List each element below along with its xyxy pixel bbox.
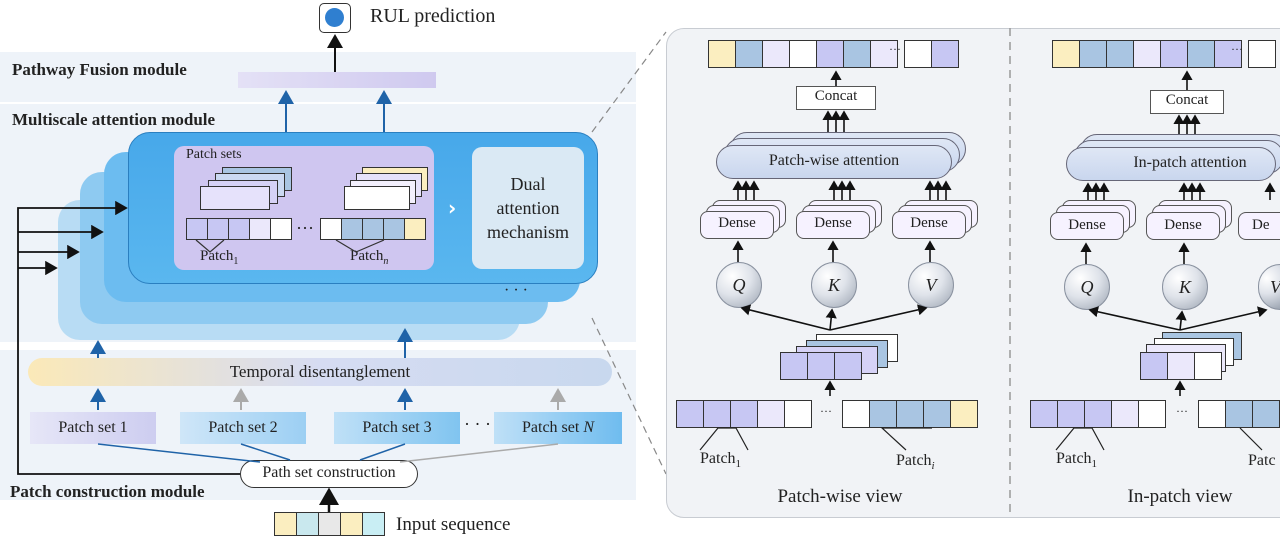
pw-dense-v-label: Dense xyxy=(910,215,948,231)
patch-sets-ellipsis: · · · xyxy=(464,414,491,434)
fusion-bar xyxy=(238,72,436,88)
path-set-construction-label: Path set construction xyxy=(262,464,396,481)
views-divider xyxy=(1009,28,1011,516)
views-connectors xyxy=(699,70,1276,451)
pw-attention-label: Patch-wise attention xyxy=(768,152,900,169)
pw-attention-box xyxy=(716,145,952,179)
pw-output-dots: ··· xyxy=(889,42,901,56)
pw-k-node: K xyxy=(811,262,857,308)
rul-label: RUL prediction xyxy=(370,5,496,27)
ip-patch-first-label: Patch1 xyxy=(1056,450,1098,471)
ip-attention-box xyxy=(1066,147,1276,181)
ip-dense-k xyxy=(1146,212,1220,240)
dual-attention-line3: mechanism xyxy=(487,222,569,242)
fusion-module-label: Pathway Fusion module xyxy=(12,60,187,79)
dual-attention-line1: Dual xyxy=(510,174,546,194)
pw-view-title: Patch-wise view xyxy=(777,486,903,507)
rul-output-box xyxy=(319,3,351,33)
ip-k-node: K xyxy=(1162,264,1208,310)
patch-set-2: Patch set 2 xyxy=(180,412,306,444)
pw-patch-first-label: Patch1 xyxy=(700,450,742,471)
patch-set-1: Patch set 1 xyxy=(30,412,156,444)
ip-output-dots: ··· xyxy=(1231,42,1243,56)
patch-set-n: Patch set N xyxy=(494,412,622,444)
pw-patch-dots: ··· xyxy=(820,404,832,418)
card-patch-ellipsis: ··· xyxy=(296,218,314,238)
ip-patch-dots: ··· xyxy=(1176,404,1188,418)
pw-dense-v xyxy=(892,211,966,239)
ip-dense-v-label: De xyxy=(1252,217,1270,233)
pw-q-node: Q xyxy=(716,262,762,308)
ip-patch-last-label: Patc xyxy=(1248,452,1276,469)
ip-dense-k-label: Dense xyxy=(1164,217,1202,233)
patch-set-3: Patch set 3 xyxy=(334,412,460,444)
multiscale-module-label: Multiscale attention module xyxy=(12,110,216,129)
patch-sets-label: Patch sets xyxy=(186,147,242,162)
card-stack-ellipsis: · · · xyxy=(504,282,528,299)
ip-dense-q-label: Dense xyxy=(1068,217,1106,233)
pw-dense-k xyxy=(796,211,870,239)
pw-concat-label: Concat xyxy=(814,88,858,104)
pw-concat-box xyxy=(796,86,876,110)
dual-attention-box xyxy=(472,147,584,269)
dual-attention-line2: attention xyxy=(496,198,560,218)
rul-output-dot xyxy=(325,8,344,27)
ip-concat-box xyxy=(1150,90,1224,114)
ip-view-title: In-patch view xyxy=(1127,486,1233,507)
input-sequence-label: Input sequence xyxy=(396,514,511,535)
temporal-disentanglement-label: Temporal disentanglement xyxy=(229,362,411,381)
pw-patch-last-label: Patchi xyxy=(896,452,935,473)
card-patch-last-label: Patchn xyxy=(350,248,389,267)
left-connectors xyxy=(17,34,566,512)
ip-attention-label: In-patch attention xyxy=(1133,154,1247,171)
zoom-dashed-lines xyxy=(591,31,667,475)
pw-dense-q xyxy=(700,211,774,239)
pw-dense-q-label: Dense xyxy=(718,215,756,231)
dual-arrow-icon: › xyxy=(448,196,457,220)
ip-dense-q xyxy=(1050,212,1124,240)
patch-construction-module-label: Patch construction module xyxy=(10,482,205,501)
ip-q-node: Q xyxy=(1064,264,1110,310)
ip-dense-v xyxy=(1238,212,1280,240)
card-patch-first-label: Patch1 xyxy=(200,248,239,267)
pw-dense-k-label: Dense xyxy=(814,215,852,231)
ip-concat-label: Concat xyxy=(1165,92,1209,108)
pw-v-node: V xyxy=(908,262,954,308)
temporal-disentanglement-bar xyxy=(28,358,612,386)
